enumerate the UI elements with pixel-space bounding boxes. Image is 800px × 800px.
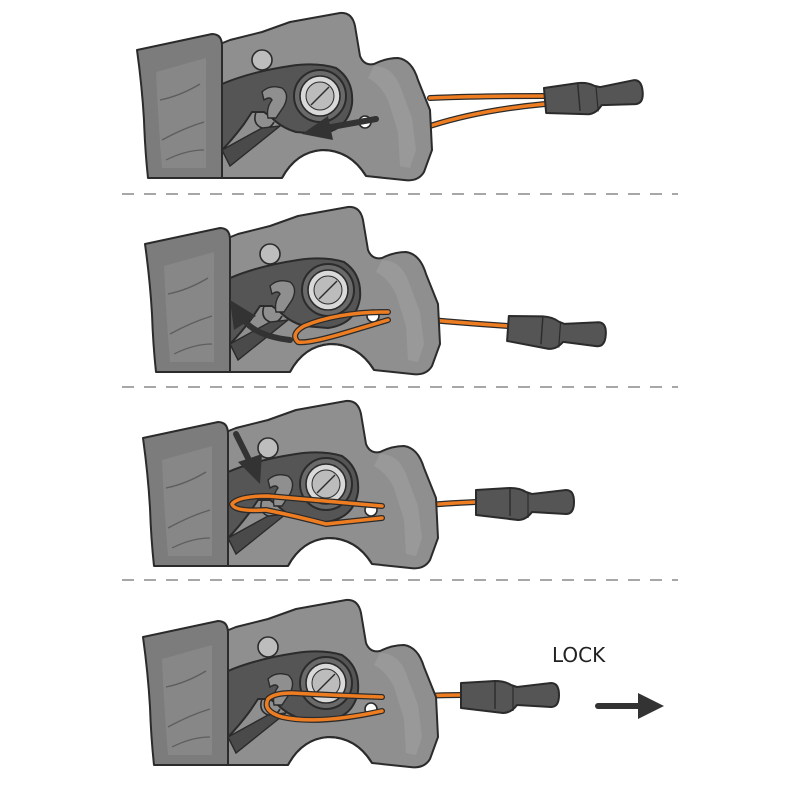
- cord-sleeve: [507, 314, 607, 353]
- device-body: [145, 207, 440, 374]
- device-body: [143, 600, 438, 767]
- panel-step-1: [137, 13, 644, 180]
- arrow-right-icon: [598, 693, 664, 719]
- device-body: [143, 401, 438, 568]
- panel-step-3: [143, 401, 574, 568]
- cord-sleeve: [544, 78, 644, 118]
- lock-label: LOCK: [552, 643, 606, 667]
- cord-sleeve: [461, 681, 559, 713]
- panel-step-4: [143, 600, 559, 767]
- panel-step-2: [145, 207, 607, 374]
- cord-sleeve: [476, 488, 574, 520]
- device-body: [137, 13, 432, 180]
